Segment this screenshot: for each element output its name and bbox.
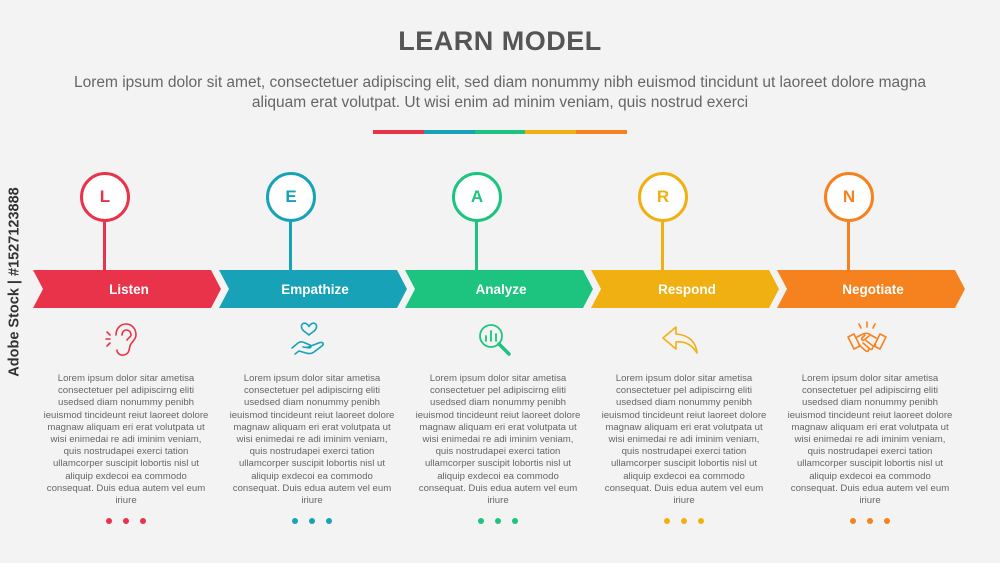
page-title: LEARN MODEL <box>398 26 602 56</box>
title-color-bar <box>373 130 627 134</box>
stage-dots <box>664 518 704 524</box>
stage-arrow: Analyze <box>405 270 593 308</box>
color-bar-segment-3 <box>474 130 526 134</box>
stage-dots <box>292 518 332 524</box>
stage-letter-circle: R <box>638 172 688 222</box>
stage-description: Lorem ipsum dolor sitar ametisa consecte… <box>415 373 581 507</box>
stage-description: Lorem ipsum dolor sitar ametisa consecte… <box>787 373 953 507</box>
stage-connector <box>475 222 478 270</box>
stage-analyze: A Analyze Lorem ipsum dolor sitar ametis… <box>405 0 593 563</box>
stage-connector <box>661 222 664 270</box>
stage-label: Negotiate <box>842 281 904 297</box>
handshake-icon <box>845 318 889 362</box>
stage-letter-circle: E <box>266 172 316 222</box>
stage-dots <box>106 518 146 524</box>
stage-description: Lorem ipsum dolor sitar ametisa consecte… <box>43 373 209 507</box>
stage-dots <box>478 518 518 524</box>
stock-watermark: Adobe Stock | #1527123888 <box>0 0 30 563</box>
stage-description: Lorem ipsum dolor sitar ametisa consecte… <box>601 373 767 507</box>
magnifier-chart-icon <box>473 318 517 362</box>
stage-description: Lorem ipsum dolor sitar ametisa consecte… <box>229 373 395 507</box>
stage-label: Analyze <box>475 281 527 297</box>
watermark-text: Adobe Stock | #1527123888 <box>7 186 24 377</box>
stage-negotiate: N Negotiate Lorem ipsum dolor sitar amet… <box>777 0 965 563</box>
color-bar-segment-5 <box>576 130 627 134</box>
heart-hand-icon <box>287 318 331 362</box>
stage-label: Empathize <box>281 281 349 297</box>
stage-letter-circle: N <box>824 172 874 222</box>
stage-arrow: Empathize <box>219 270 407 308</box>
stage-listen: L Listen Lorem ipsum dolor sitar ametisa… <box>33 0 221 563</box>
page-subtitle: Lorem ipsum dolor sit amet, consectetuer… <box>73 74 927 111</box>
stage-label: Respond <box>658 281 716 297</box>
ear-icon <box>101 318 145 362</box>
reply-arrow-icon <box>659 318 703 362</box>
stage-respond: R Respond Lorem ipsum dolor sitar ametis… <box>591 0 779 563</box>
stage-arrow: Respond <box>591 270 779 308</box>
stage-connector <box>103 222 106 270</box>
color-bar-segment-2 <box>423 130 475 134</box>
stage-connector <box>847 222 850 270</box>
stage-empathize: E Empathize Lorem ipsum dolor sitar amet… <box>219 0 407 563</box>
stage-letter-circle: A <box>452 172 502 222</box>
stage-dots <box>850 518 890 524</box>
stage-letter-circle: L <box>80 172 130 222</box>
color-bar-segment-1 <box>373 130 424 134</box>
color-bar-segment-4 <box>525 130 577 134</box>
stage-connector <box>289 222 292 270</box>
stage-arrow: Listen <box>33 270 221 308</box>
stage-label: Listen <box>109 281 149 297</box>
stage-arrow: Negotiate <box>777 270 965 308</box>
